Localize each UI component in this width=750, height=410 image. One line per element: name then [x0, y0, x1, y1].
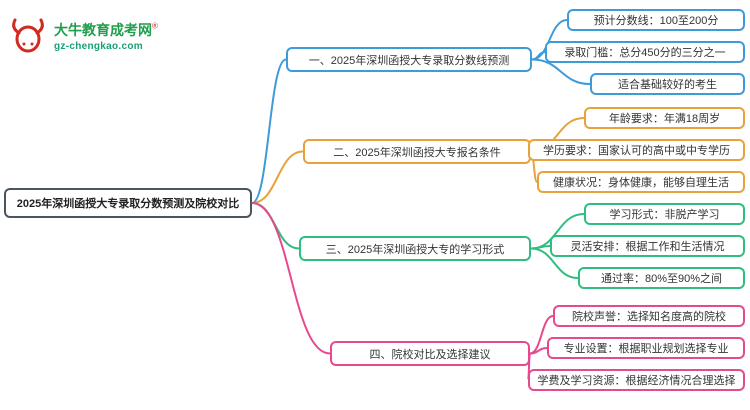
- branch-node-3: 三、2025年深圳函授大专的学习形式: [299, 236, 531, 261]
- trademark-mark: ®: [152, 21, 158, 31]
- connector-root-branch-2: [251, 150, 304, 204]
- leaf-node-4-1: 院校声誉：选择知名度高的院校: [553, 305, 745, 327]
- connector-branch1-leaf3: [531, 58, 591, 85]
- site-logo: 大牛教育成考网® gz-chengkao.com: [8, 8, 168, 66]
- leaf-node-2-3: 健康状况：身体健康，能够自理生活: [537, 171, 745, 193]
- site-name: 大牛教育成考网®: [54, 21, 158, 38]
- leaf-node-1-2: 录取门槛：总分450分的三分之一: [545, 41, 745, 63]
- leaf-node-1-3: 适合基础较好的考生: [590, 73, 745, 95]
- connector-branch4-leaf2: [529, 347, 548, 355]
- leaf-node-3-3: 通过率：80%至90%之间: [578, 267, 745, 289]
- site-url: gz-chengkao.com: [54, 40, 143, 52]
- connector-root-branch-4: [251, 202, 331, 355]
- leaf-node-3-2: 灵活安排：根据工作和生活情况: [550, 235, 745, 257]
- leaf-node-2-1: 年龄要求：年满18周岁: [584, 107, 745, 129]
- connector-root-branch-1: [251, 58, 287, 204]
- leaf-node-3-1: 学习形式：非脱产学习: [584, 203, 745, 225]
- bull-icon: [8, 15, 48, 60]
- connector-branch3-leaf3: [530, 247, 579, 279]
- mindmap-root-node: 2025年深圳函授大专录取分数预测及院校对比: [4, 188, 252, 218]
- leaf-node-4-3: 学费及学习资源：根据经济情况合理选择: [528, 369, 745, 391]
- branch-node-2: 二、2025年深圳函授大专报名条件: [303, 139, 531, 164]
- leaf-node-4-2: 专业设置：根据职业规划选择专业: [547, 337, 745, 359]
- leaf-node-2-2: 学历要求：国家认可的高中或中专学历: [528, 139, 745, 161]
- leaf-node-1-1: 预计分数线：100至200分: [567, 9, 745, 31]
- branch-node-4: 四、院校对比及选择建议: [330, 341, 530, 366]
- branch-node-1: 一、2025年深圳函授大专录取分数线预测: [286, 47, 532, 72]
